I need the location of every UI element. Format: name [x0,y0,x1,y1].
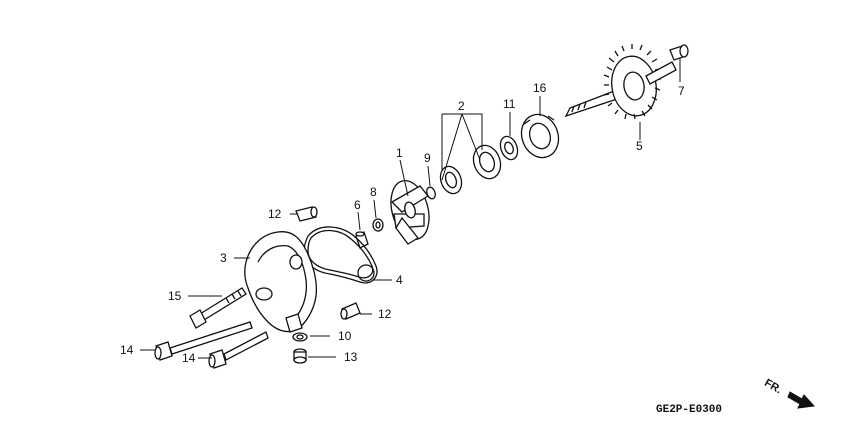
callout-10: 10 [338,329,352,343]
callout-4: 4 [396,273,403,287]
callout-16: 16 [533,81,547,95]
part-12-dowel-pin-upper [295,206,318,222]
diagram-code: GE2P-E0300 [656,404,722,416]
part-9-washer [426,186,436,200]
callout-14-right: 14 [182,351,196,365]
callout-15: 15 [168,289,182,303]
callout-8: 8 [370,185,377,199]
callout-9: 9 [424,151,431,165]
callout-11: 11 [503,97,516,111]
part-7-collar [669,44,689,61]
part-12-dowel-pin-lower [340,302,361,320]
part-5-pump-shaft-gear [564,44,677,120]
callout-1: 1 [396,146,403,160]
callouts: 1 2 3 4 5 6 7 8 9 10 11 12 12 13 14 14 1… [120,81,685,365]
fr-arrow-icon: FR. [762,377,816,409]
part-16-bearing [520,113,560,159]
callout-6: 6 [354,198,361,212]
part-6-dowel-pin [355,231,369,249]
part-13-drain-bolt [293,348,307,364]
part-11-washer [499,135,519,161]
part-10-washer [292,332,308,342]
callout-12-lower: 12 [378,307,392,321]
part-14-bolt-right [208,331,269,369]
part-1-impeller [390,180,430,245]
leader-lines [140,58,681,359]
callout-3: 3 [220,251,227,265]
callout-12-upper: 12 [268,207,282,221]
part-14-bolt-left [154,321,253,361]
callout-7: 7 [678,84,685,98]
callout-5: 5 [636,139,643,153]
direction-label: FR. [762,377,783,396]
part-8-nut [372,218,384,232]
callout-13: 13 [344,350,358,364]
part-2-oil-seals [439,144,502,195]
part-3-pump-cover [244,231,318,333]
callout-2: 2 [458,99,465,113]
callout-14-left: 14 [120,343,134,357]
part-15-bolt [189,287,247,329]
